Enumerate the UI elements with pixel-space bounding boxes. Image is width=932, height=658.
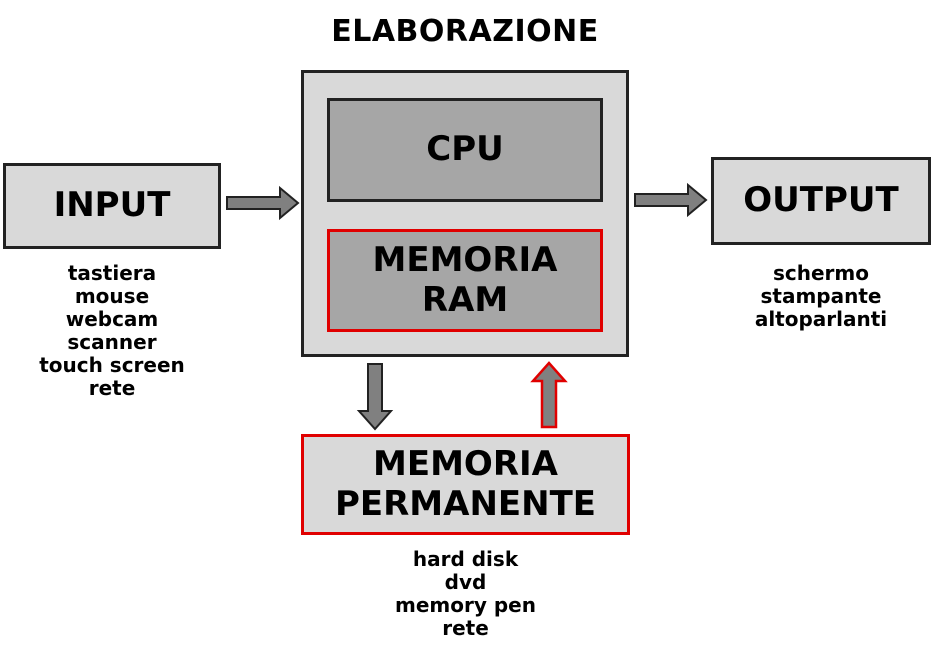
list-item: rete: [88, 376, 136, 400]
list-item: scanner: [67, 330, 157, 354]
output-node: OUTPUT: [711, 157, 931, 245]
list-item: touch screen: [39, 353, 185, 377]
output-label: OUTPUT: [743, 180, 899, 221]
list-item: hard disk: [412, 547, 519, 571]
input-device-list: tastiera mouse webcam scanner touch scre…: [3, 262, 221, 400]
storage-label: MEMORIA PERMANENTE: [334, 444, 597, 524]
arrow-right-icon: [634, 182, 708, 218]
list-item: schermo: [772, 261, 869, 285]
input-label: INPUT: [53, 185, 171, 226]
list-item: webcam: [65, 307, 159, 331]
cpu-label: CPU: [426, 129, 504, 170]
list-item: mouse: [74, 284, 150, 308]
storage-device-list: hard disk dvd memory pen rete: [301, 548, 630, 640]
arrow-down-icon: [356, 363, 394, 431]
input-node: INPUT: [3, 163, 221, 249]
list-item: memory pen: [395, 593, 536, 617]
output-device-list: schermo stampante altoparlanti: [711, 262, 931, 331]
diagram-title: ELABORAZIONE: [331, 14, 599, 49]
ram-node: MEMORIA RAM: [327, 229, 603, 332]
list-item: tastiera: [67, 261, 157, 285]
arrow-right-icon: [226, 185, 300, 221]
arrow-up-icon: [530, 361, 568, 429]
storage-node: MEMORIA PERMANENTE: [301, 434, 630, 535]
list-item: dvd: [444, 570, 487, 594]
list-item: rete: [442, 616, 489, 640]
cpu-node: CPU: [327, 98, 603, 202]
list-item: altoparlanti: [754, 307, 888, 331]
ram-label: MEMORIA RAM: [372, 240, 558, 320]
list-item: stampante: [760, 284, 882, 308]
